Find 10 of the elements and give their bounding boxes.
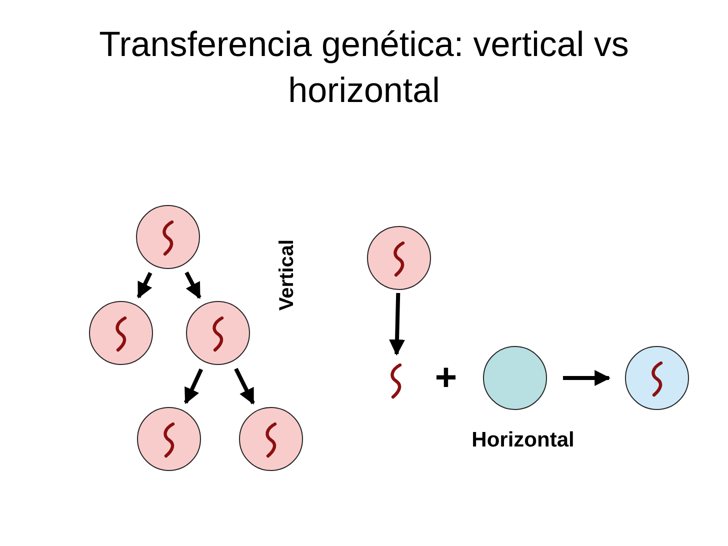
- arrow: [234, 368, 255, 405]
- arrow: [389, 292, 405, 356]
- arrow: [184, 368, 204, 404]
- horizontal-label: Horizontal: [472, 430, 574, 450]
- slide-title: Transferencia genética: vertical vs horizontal: [98, 24, 630, 112]
- plus-sign: +: [434, 359, 458, 397]
- arrow: [136, 272, 152, 298]
- arrow: [184, 272, 202, 299]
- vertical-label: Vertical: [277, 239, 297, 311]
- arrow: [563, 370, 611, 386]
